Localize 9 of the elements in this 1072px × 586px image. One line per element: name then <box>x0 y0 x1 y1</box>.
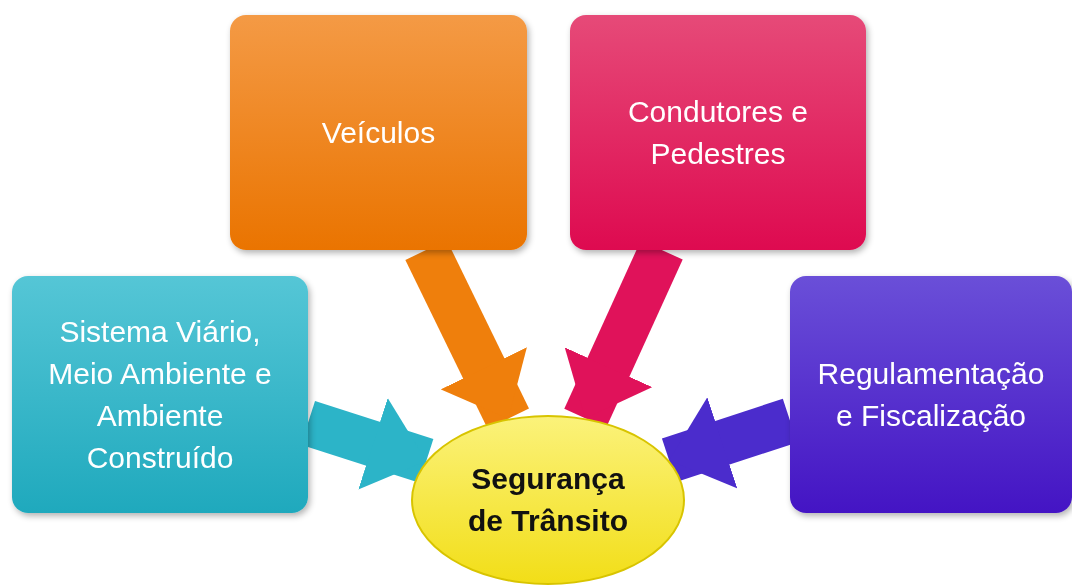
category-label: Veículos <box>320 114 437 151</box>
category-box <box>230 15 527 250</box>
category-label: Sistema Viário, Meio Ambiente e Ambiente Construído <box>47 313 273 476</box>
category-box <box>12 276 308 513</box>
central-label: Segurança de Trânsito <box>466 461 629 539</box>
category-label: Condutores e Pedestres <box>626 93 810 172</box>
category-box <box>570 15 866 250</box>
category-label: Regulamentação e Fiscalização <box>816 355 1046 434</box>
category-box <box>790 276 1072 513</box>
